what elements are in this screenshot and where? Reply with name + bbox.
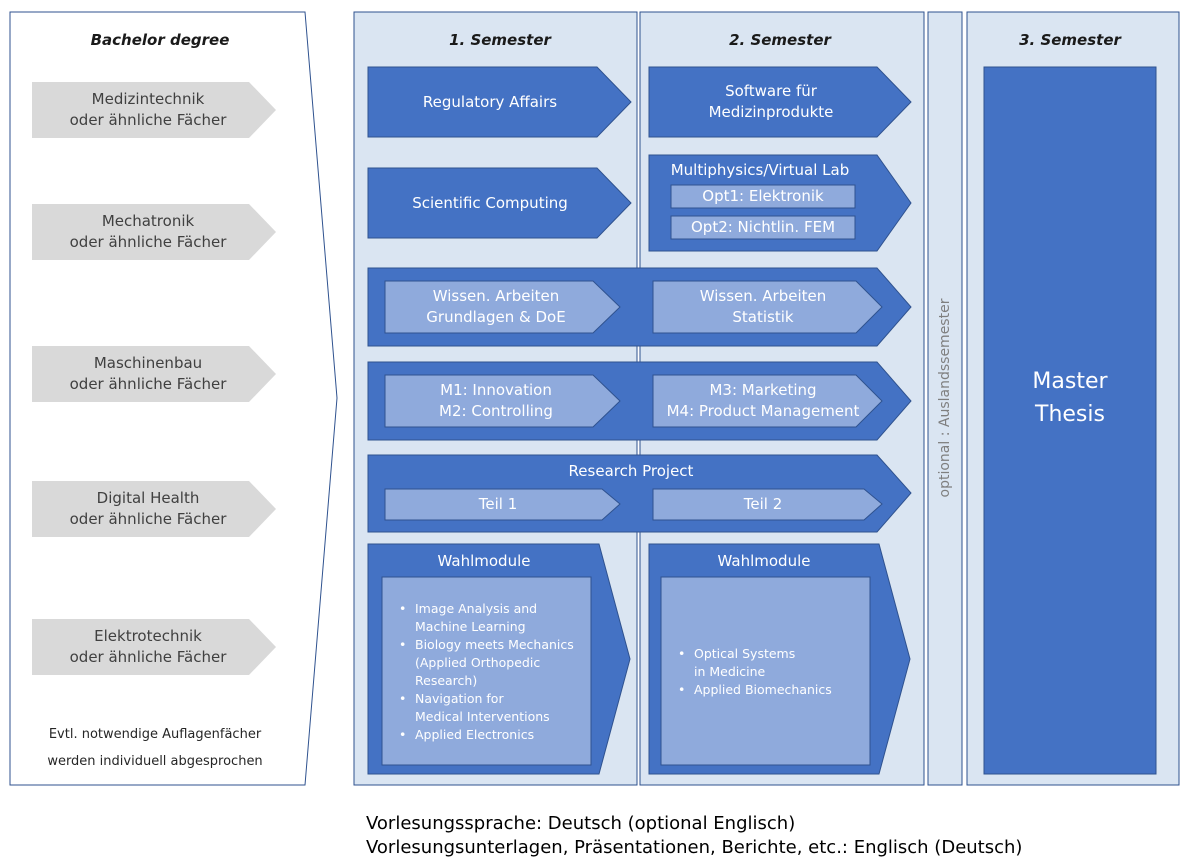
list-item: Applied Biomechanics (678, 681, 884, 699)
list-item-line: Medical Interventions (415, 709, 550, 724)
m3-label: M3: Marketing (709, 381, 817, 399)
list-item-line: Optical Systems (694, 646, 796, 661)
wissen-grundlagen-inner (384, 280, 621, 334)
bachelor-item-sublabel: oder ähnliche Fächer (69, 375, 227, 393)
multiphysics-title: Multiphysics/Virtual Lab (670, 161, 850, 179)
bachelor-item-sublabel: oder ähnliche Fächer (69, 648, 227, 666)
wissen-statistik-line1: Wissen. Arbeiten (699, 287, 827, 305)
m2-label: M2: Controlling (439, 402, 553, 420)
semester2-header: 2. Semester (729, 31, 831, 49)
bachelor-item-sublabel: oder ähnliche Fächer (69, 233, 227, 251)
bachelor-arrow-elektrotechnik (32, 619, 276, 675)
research-teil1-inner (384, 488, 621, 521)
bachelor-note-line2: werden individuell abgesprochen (47, 754, 263, 769)
bachelor-item-label: Medizintechnik (91, 90, 205, 108)
m1-label: M1: Innovation (440, 381, 552, 399)
footer-line2: Vorlesungsunterlagen, Präsentationen, Be… (366, 837, 1023, 858)
list-item-line: Applied Electronics (415, 727, 535, 742)
bachelor-item-sublabel: oder ähnliche Fächer (69, 111, 227, 129)
m3-m4-inner (652, 374, 883, 428)
bachelor-note: Evtl. notwendige Auflagenfächer werden i… (30, 721, 280, 775)
list-item-line: in Medicine (694, 664, 766, 679)
software-label: Software für Medizinprodukte (649, 81, 893, 123)
research-teil1-label: Teil 1 (478, 495, 518, 513)
software-label-line1: Software für (725, 82, 817, 100)
bachelor-arrow-mechatronik (32, 204, 276, 260)
bachelor-item-label: Digital Health (96, 489, 200, 507)
bachelor-arrow-digital-health (32, 481, 276, 537)
multiphysics-opt1-label: Opt1: Elektronik (702, 187, 824, 205)
bachelor-item-medizintechnik: Medizintechnik oder ähnliche Fächer (32, 89, 264, 131)
optional-panel (927, 11, 963, 786)
software-label-line2: Medizinprodukte (708, 103, 834, 121)
regulatory-affairs-arrow (367, 66, 632, 138)
wahlmodule2-list: Optical Systems in Medicine Applied Biome… (676, 645, 884, 699)
master-thesis-label: Master Thesis (984, 365, 1156, 431)
m1-m2-inner (384, 374, 621, 428)
bachelor-arrow-medizintechnik (32, 82, 276, 138)
wissen-grundlagen-line2: Grundlagen & DoE (426, 308, 566, 326)
bachelor-item-label: Maschinenbau (93, 354, 203, 372)
bachelor-item-label: Elektrotechnik (94, 627, 202, 645)
bachelor-item-elektrotechnik: Elektrotechnik oder ähnliche Fächer (32, 626, 264, 668)
bachelor-item-maschinenbau: Maschinenbau oder ähnliche Fächer (32, 353, 264, 395)
list-item-line: Navigation for (415, 691, 504, 706)
list-item-line: Machine Learning (415, 619, 526, 634)
list-item: Biology meets Mechanics (Applied Orthoped… (399, 636, 605, 690)
regulatory-affairs-label: Regulatory Affairs (422, 93, 558, 111)
master-thesis-line2: Thesis (1035, 402, 1105, 427)
wahlmodule1-title: Wahlmodule (437, 552, 531, 570)
research-teil2-inner (652, 488, 883, 521)
optional-auslandssemester-label: optional : Auslandssemester (937, 298, 953, 498)
wahlmodule2-title: Wahlmodule (717, 552, 811, 570)
footer-notes: Vorlesungssprache: Deutsch (optional Eng… (366, 812, 1022, 860)
footer-line1: Vorlesungssprache: Deutsch (optional Eng… (366, 813, 796, 834)
master-thesis-box (983, 66, 1157, 775)
research-project-title: Research Project (568, 462, 694, 480)
m4-label: M4: Product Management (666, 402, 860, 420)
list-item: Optical Systems in Medicine (678, 645, 884, 681)
multiphysics-opt1-box (670, 184, 856, 209)
list-item-line: Image Analysis and (415, 601, 538, 616)
bachelor-item-sublabel: oder ähnliche Fächer (69, 510, 227, 528)
semester1-header: 1. Semester (449, 31, 551, 49)
list-item: Applied Electronics (399, 726, 605, 744)
bachelor-header: Bachelor degree (90, 31, 230, 49)
research-teil2-label: Teil 2 (743, 495, 783, 513)
wissen-grundlagen-label: Wissen. Arbeiten Grundlagen & DoE (385, 286, 607, 328)
wissen-statistik-inner (652, 280, 883, 334)
wissen-grundlagen-line1: Wissen. Arbeiten (432, 287, 560, 305)
semester3-header: 3. Semester (1019, 31, 1121, 49)
bachelor-item-mechatronik: Mechatronik oder ähnliche Fächer (32, 211, 264, 253)
multiphysics-opt2-label: Opt2: Nichtlin. FEM (690, 218, 836, 236)
bachelor-note-line1: Evtl. notwendige Auflagenfächer (48, 727, 262, 742)
list-item-line: Biology meets Mechanics (415, 637, 574, 652)
scientific-computing-arrow (367, 167, 632, 239)
bachelor-item-digital-health: Digital Health oder ähnliche Fächer (32, 488, 264, 530)
bachelor-arrow-maschinenbau (32, 346, 276, 402)
bachelor-item-label: Mechatronik (101, 212, 195, 230)
multiphysics-opt2-box (670, 215, 856, 240)
list-item-line: (Applied Orthopedic (415, 655, 541, 670)
scientific-computing-label: Scientific Computing (412, 194, 568, 212)
master-thesis-line1: Master (1032, 369, 1108, 394)
m3-m4-label: M3: Marketing M4: Product Management (645, 380, 881, 422)
wissen-statistik-label: Wissen. Arbeiten Statistik (653, 286, 873, 328)
list-item-line: Research) (415, 673, 478, 688)
wissen-statistik-line2: Statistik (732, 308, 794, 326)
list-item-line: Applied Biomechanics (694, 682, 832, 697)
m1-m2-label: M1: Innovation M2: Controlling (385, 380, 607, 422)
software-arrow (648, 66, 912, 138)
